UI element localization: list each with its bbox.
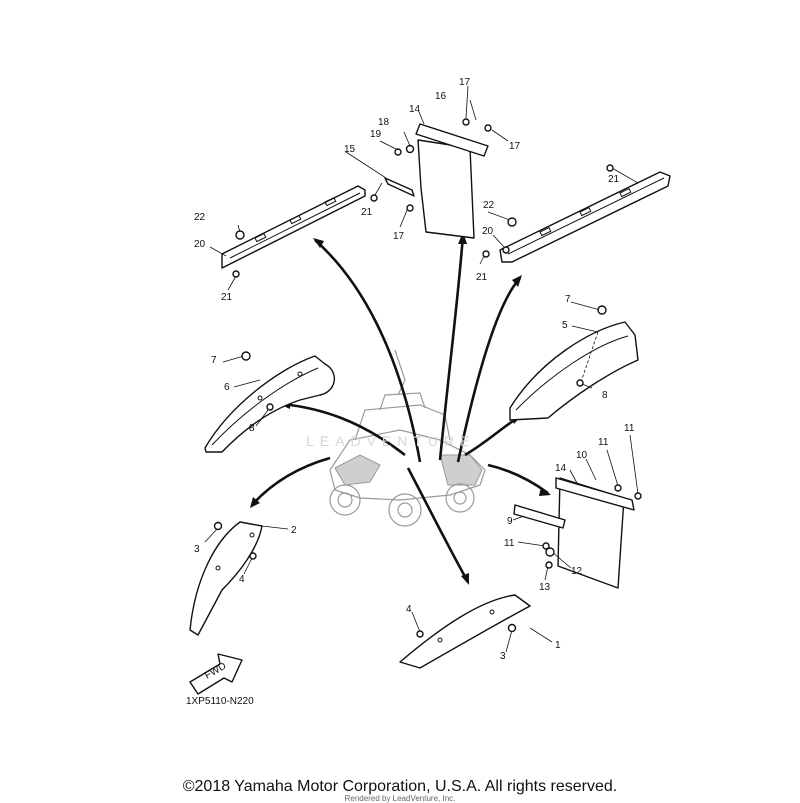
copyright-text: ©2018 Yamaha Motor Corporation, U.S.A. A… [182, 778, 618, 795]
nut-icon [394, 148, 402, 156]
callout-20: 20 [194, 239, 206, 250]
callout-8: 8 [249, 423, 255, 434]
rear-fender-right [509, 321, 639, 421]
callout-numbers: 1 2 3 3 4 4 5 6 7 7 8 8 9 10 11 11 11 12… [194, 77, 635, 662]
callout-7: 7 [211, 355, 217, 366]
callout-21: 21 [608, 174, 620, 185]
fwd-arrow-icon: FWD [189, 653, 243, 695]
leader-lines [204, 85, 639, 653]
arrow-to-front-fender [281, 402, 406, 457]
nut-icon [614, 484, 622, 492]
callout-3: 3 [500, 651, 506, 662]
nut-icon [232, 270, 240, 278]
nut-icon [482, 250, 490, 258]
callout-15: 15 [344, 144, 356, 155]
watermark-text: LEADVENTURE [306, 433, 476, 449]
vehicle-illustration [329, 349, 486, 527]
screw-icon [507, 623, 517, 633]
callout-6: 6 [224, 382, 230, 393]
rear-flap [399, 594, 531, 669]
arrow-to-rear-mudflap [438, 234, 465, 461]
callout-14: 14 [409, 104, 421, 115]
callout-17: 17 [459, 77, 471, 88]
nut-icon [634, 492, 642, 500]
nut-icon [370, 194, 378, 202]
nut-icon [545, 561, 553, 569]
callout-11: 11 [504, 538, 515, 549]
arrow-to-front-flap [251, 456, 331, 506]
screw-icon [241, 351, 251, 361]
arrow-to-rear-mudguard [487, 463, 549, 495]
callout-1: 1 [555, 640, 561, 651]
callout-4: 4 [406, 604, 412, 615]
mudflap-stay [384, 177, 415, 197]
arrow-to-rear-flap [406, 467, 470, 583]
callout-11: 11 [624, 423, 635, 434]
callout-22: 22 [194, 212, 206, 223]
nut-icon [484, 124, 492, 132]
callout-21: 21 [476, 272, 488, 283]
front-flap-left [189, 521, 263, 636]
fasteners [213, 118, 642, 638]
bolt-icon [507, 217, 517, 227]
callout-18: 18 [378, 117, 390, 128]
bolt-icon [235, 230, 245, 240]
callout-21: 21 [361, 207, 373, 218]
callout-21: 21 [221, 292, 233, 303]
arrow-to-rear-bracket [456, 277, 521, 463]
callout-7: 7 [565, 294, 571, 305]
nut-icon [416, 630, 424, 638]
callout-16: 16 [435, 91, 447, 102]
callout-5: 5 [562, 320, 568, 331]
callout-8: 8 [602, 390, 608, 401]
nut-icon [462, 118, 470, 126]
callout-22: 22 [483, 200, 495, 211]
mudflap-upper [415, 123, 489, 239]
callout-9: 9 [507, 516, 513, 527]
nut-icon [249, 552, 257, 560]
callout-12: 12 [571, 566, 583, 577]
callout-11: 11 [598, 437, 609, 448]
nut-icon [606, 164, 614, 172]
washer-icon [545, 547, 555, 557]
callout-13: 13 [539, 582, 551, 593]
callout-4: 4 [239, 574, 245, 585]
mudflap-lower [513, 477, 635, 589]
arrow-to-front-bracket [314, 239, 422, 463]
diagram-code: 1XP5110-N220 [186, 696, 254, 707]
callout-3: 3 [194, 544, 200, 555]
nut-icon [576, 379, 584, 387]
nut-icon [502, 246, 510, 254]
nut-icon [406, 204, 414, 212]
front-guard-bracket-left [221, 185, 366, 269]
washer-icon [405, 144, 415, 154]
watermark-flame-icon [394, 349, 406, 396]
screw-icon [597, 305, 607, 315]
screw-icon [213, 521, 223, 531]
callout-10: 10 [576, 450, 588, 461]
callout-17: 17 [509, 141, 521, 152]
callout-17: 17 [393, 231, 405, 242]
callout-19: 19 [370, 129, 382, 140]
callout-14: 14 [555, 463, 567, 474]
rear-guard-bracket-right [499, 171, 671, 263]
rendered-by-text: Rendered by LeadVenture, Inc. [344, 794, 456, 803]
callout-20: 20 [482, 226, 494, 237]
nut-icon [542, 542, 550, 550]
nut-icon [266, 403, 274, 411]
callout-2: 2 [291, 525, 297, 536]
